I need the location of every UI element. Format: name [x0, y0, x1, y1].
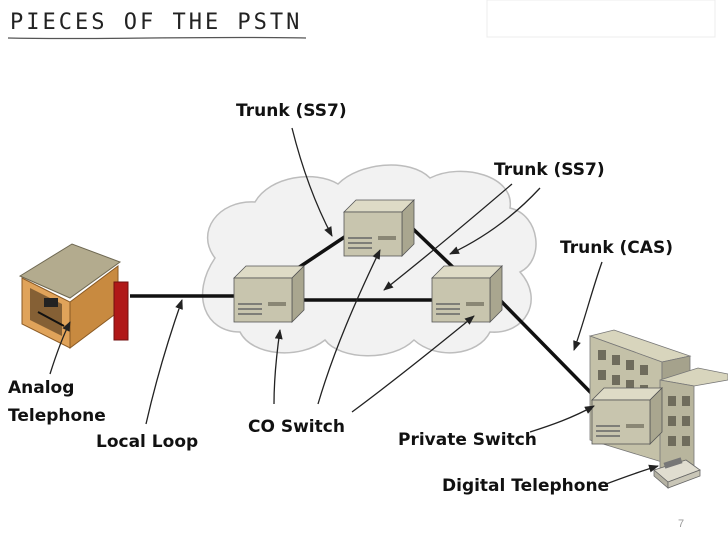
- private-switch-box: [591, 387, 663, 445]
- page-number: 7: [678, 518, 684, 530]
- arrows: [49, 127, 659, 485]
- title-underline: [7, 36, 307, 40]
- label-co-switch: CO Switch: [248, 417, 345, 437]
- telephone-icon: [653, 457, 701, 489]
- arrow-private: [529, 405, 595, 433]
- label-analog: Analog: [8, 378, 74, 398]
- co-switch-right: [431, 265, 503, 323]
- network-cloud: [201, 164, 537, 357]
- arrow-co-b: [317, 249, 381, 405]
- arrow-analog: [49, 321, 71, 375]
- arrow-co-a: [273, 329, 283, 405]
- label-trunk-cas: Trunk (CAS): [560, 238, 673, 258]
- co-switch-top: [343, 199, 415, 257]
- arrow-trunk-right-a: [383, 183, 513, 291]
- arrow-trunk-top: [291, 127, 333, 237]
- arrow-local-loop: [145, 299, 183, 425]
- label-telephone: Telephone: [8, 406, 106, 426]
- links: [130, 224, 600, 402]
- arrow-co-c: [351, 315, 475, 413]
- label-digital-telephone: Digital Telephone: [442, 476, 609, 496]
- label-trunk-ss7-top: Trunk (SS7): [236, 101, 347, 121]
- label-private-switch: Private Switch: [398, 430, 537, 450]
- co-switch-left: [233, 265, 305, 323]
- arrow-trunk-cas: [573, 261, 603, 351]
- link-trunk-cas: [496, 296, 600, 402]
- label-trunk-ss7-right: Trunk (SS7): [494, 160, 605, 180]
- arrow-trunk-right-b: [449, 187, 541, 255]
- label-local-loop: Local Loop: [96, 432, 198, 452]
- page-title: PIECES OF THE PSTN: [10, 10, 302, 35]
- house-icon: [18, 243, 129, 349]
- blank-panel: [486, 0, 716, 38]
- link-co-ss7-top: [297, 234, 347, 270]
- arrow-digital: [605, 464, 659, 485]
